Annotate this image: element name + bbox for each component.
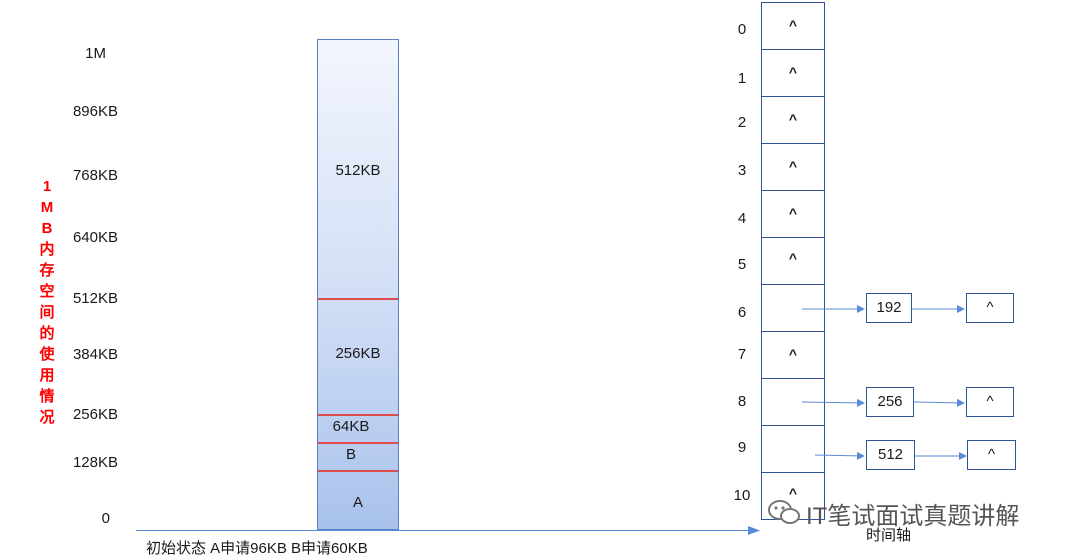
table-cell: ^	[761, 143, 825, 191]
table-cell: ^	[761, 49, 825, 97]
timeline-axis-label: 时间轴	[866, 527, 912, 544]
table-index: 0	[737, 21, 747, 38]
y-axis-title-char: 情	[39, 388, 55, 405]
y-tick-label: 512KB	[72, 290, 118, 307]
timeline-events: 初始状态 A申请96KB B申请60KB	[146, 540, 368, 557]
arrow-8-node-to-end	[913, 398, 965, 407]
y-tick-label: 128KB	[72, 454, 118, 471]
timeline-arrow-icon	[748, 526, 760, 535]
y-tick-label: 896KB	[72, 103, 118, 120]
table-cell: ^	[761, 96, 825, 144]
segment-label-512kb: 512KB	[335, 162, 381, 179]
y-axis-title-char: B	[41, 220, 53, 237]
y-axis-title-char: 1	[42, 178, 52, 195]
table-index: 9	[737, 439, 747, 456]
list-node-192: 192	[866, 293, 912, 323]
arrow-9-to-node	[814, 451, 865, 460]
y-tick-label: 1M	[85, 45, 106, 62]
y-axis-title-char: 况	[39, 409, 55, 426]
y-axis-title-char: 间	[39, 304, 55, 321]
y-axis-title-char: 内	[39, 241, 55, 258]
list-node-256: 256	[866, 387, 914, 417]
table-cell: ^	[761, 2, 825, 50]
table-index: 8	[737, 393, 747, 410]
table-index: 4	[737, 210, 747, 227]
table-cell	[761, 284, 825, 332]
y-tick-label: 256KB	[72, 406, 118, 423]
list-node-512: 512	[866, 440, 915, 470]
table-index: 10	[733, 487, 751, 504]
arrow-8-to-node	[801, 398, 865, 407]
y-axis-title-char: 存	[39, 262, 55, 279]
y-axis-title: 1 M B 内 存 空 间 的 使 用 情 况	[36, 176, 58, 428]
segment-label-64kb: 64KB	[332, 418, 370, 435]
segment-label-b: B	[345, 446, 356, 463]
table-index: 2	[737, 114, 747, 131]
segment-divider	[318, 414, 398, 416]
y-axis-title-char: 的	[39, 325, 55, 342]
y-tick-label: 384KB	[72, 346, 118, 363]
table-index: 3	[737, 162, 747, 179]
segment-label-256kb: 256KB	[335, 345, 381, 362]
table-index: 6	[737, 304, 747, 321]
list-node-end: ^	[967, 440, 1016, 470]
segment-divider	[318, 298, 398, 300]
y-axis-title-char: M	[40, 199, 54, 216]
segment-divider	[318, 442, 398, 444]
segment-divider	[318, 470, 398, 472]
y-axis-title-char: 用	[39, 367, 55, 384]
table-index: 7	[737, 346, 747, 363]
wechat-icon	[768, 500, 800, 524]
table-index: 5	[737, 256, 747, 273]
list-node-end: ^	[966, 387, 1014, 417]
timeline-axis	[136, 530, 756, 531]
y-tick-label: 0	[101, 510, 110, 527]
y-tick-label: 768KB	[72, 167, 118, 184]
table-cell	[761, 425, 825, 473]
memory-bar	[317, 39, 399, 530]
y-axis-title-char: 空	[39, 283, 55, 300]
y-tick-label: 640KB	[72, 229, 118, 246]
segment-label-a: A	[352, 494, 363, 511]
list-node-end: ^	[966, 293, 1014, 323]
watermark-text: IT笔试面试真题讲解	[806, 503, 1020, 530]
y-axis-title-char: 使	[39, 346, 55, 363]
table-index: 1	[737, 70, 747, 87]
